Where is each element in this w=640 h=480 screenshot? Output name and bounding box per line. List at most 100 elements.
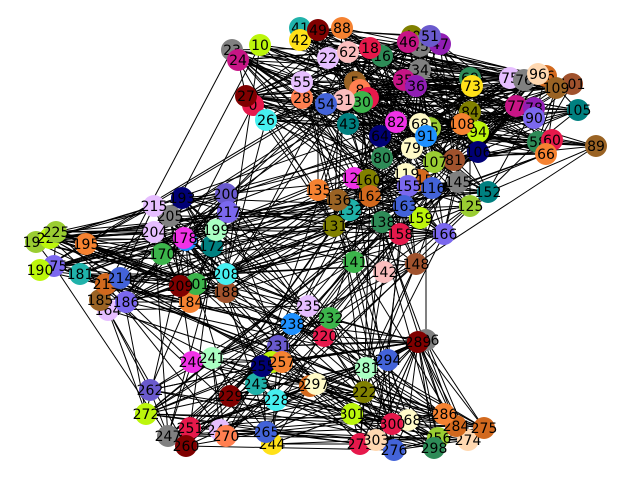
graph-node-125[interactable]: 125 [457,195,484,217]
graph-node-300[interactable]: 300 [379,413,406,435]
graph-node-228[interactable]: 228 [263,389,290,411]
graph-node-106[interactable]: 106 [465,141,492,163]
graph-node-181[interactable]: 181 [67,263,94,285]
graph-node-64[interactable]: 64 [369,125,391,147]
graph-node-66[interactable]: 66 [535,143,557,165]
graph-node-193[interactable]: 193 [169,187,196,209]
graph-node-30[interactable]: 30 [351,91,373,113]
graph-node-81[interactable]: 81 [443,149,465,171]
graph-node-142[interactable]: 142 [371,261,398,283]
graph-node-205[interactable]: 205 [157,205,184,227]
graph-node-27[interactable]: 27 [235,85,257,107]
graph-node-301[interactable]: 301 [339,403,366,425]
graph-node-77[interactable]: 77 [505,95,527,117]
graph-node-89[interactable]: 89 [585,135,607,157]
graph-node-96[interactable]: 96 [527,63,549,85]
graph-node-225[interactable]: 225 [43,221,70,243]
graph-node-247[interactable]: 247 [155,425,182,447]
graph-node-148[interactable]: 148 [403,253,430,275]
graph-node-214[interactable]: 214 [107,267,134,289]
graph-node-80[interactable]: 80 [371,147,393,169]
graph-node-199[interactable]: 199 [203,219,230,241]
graph-node-10[interactable]: 10 [249,34,271,56]
graph-node-289[interactable]: 289 [405,331,432,353]
graph-node-262[interactable]: 262 [137,379,164,401]
graph-node-22[interactable]: 22 [317,47,339,69]
graph-node-49[interactable]: 49 [307,19,329,41]
graph-node-116[interactable]: 116 [419,177,446,199]
graph-node-145[interactable]: 145 [445,171,472,193]
graph-node-88[interactable]: 88 [331,17,353,39]
graph-node-270[interactable]: 270 [213,425,240,447]
graph-node-155[interactable]: 155 [395,175,422,197]
graph-node-204[interactable]: 204 [141,221,168,243]
graph-node-166[interactable]: 166 [431,223,458,245]
graph-node-235[interactable]: 235 [295,295,322,317]
graph-node-24[interactable]: 24 [227,49,249,71]
graph-node-55[interactable]: 55 [291,71,313,93]
graph-node-131[interactable]: 131 [321,215,348,237]
graph-node-297[interactable]: 297 [303,373,330,395]
graph-node-281[interactable]: 281 [353,357,380,379]
graph-node-73[interactable]: 73 [461,75,483,97]
graph-node-160[interactable]: 160 [355,169,382,191]
graph-node-195[interactable]: 195 [73,233,100,255]
graph-node-105[interactable]: 105 [565,99,592,121]
graph-node-62[interactable]: 62 [337,41,359,63]
graph-node-232[interactable]: 232 [317,307,344,329]
graph-node-82[interactable]: 82 [385,111,407,133]
graph-node-298[interactable]: 298 [421,437,448,459]
graph-node-303[interactable]: 303 [363,429,390,451]
graph-node-257[interactable]: 257 [269,351,296,373]
graph-node-200[interactable]: 200 [213,183,240,205]
graph-node-241[interactable]: 241 [199,347,226,369]
graph-node-243[interactable]: 243 [243,373,270,395]
graph-node-159[interactable]: 159 [407,207,434,229]
graph-node-90[interactable]: 90 [523,107,545,129]
graph-node-208[interactable]: 208 [213,263,240,285]
graph-node-108[interactable]: 108 [449,113,476,135]
graph-node-46[interactable]: 46 [397,31,419,53]
graph-node-26[interactable]: 26 [255,109,277,131]
graph-node-209[interactable]: 209 [167,275,194,297]
graph-node-51[interactable]: 51 [419,25,441,47]
graph-node-260[interactable]: 260 [173,435,200,457]
graph-node-43[interactable]: 43 [337,113,359,135]
graph-node-178[interactable]: 178 [171,227,198,249]
graph-node-188[interactable]: 188 [213,281,240,303]
graph-node-28[interactable]: 28 [291,87,313,109]
graph-node-162[interactable]: 162 [357,185,384,207]
graph-node-18[interactable]: 18 [359,37,381,59]
graph-node-141[interactable]: 141 [341,251,368,273]
graph-node-215[interactable]: 215 [141,195,168,217]
graph-node-240[interactable]: 240 [179,351,206,373]
graph-node-255[interactable]: 255 [249,355,276,377]
graph-node-184[interactable]: 184 [177,291,204,313]
graph-node-136[interactable]: 136 [325,189,352,211]
graph-node-294[interactable]: 294 [375,349,402,371]
graph-node-190[interactable]: 190 [27,259,54,281]
graph-node-54[interactable]: 54 [315,93,337,115]
graph-node-158[interactable]: 158 [387,223,414,245]
graph-node-42[interactable]: 42 [289,29,311,51]
graph-node-286[interactable]: 286 [431,403,458,425]
graph-node-163[interactable]: 163 [391,195,418,217]
graph-node-238[interactable]: 238 [279,313,306,335]
graph-node-276[interactable]: 276 [381,439,408,461]
graph-node-275[interactable]: 275 [471,417,498,439]
graph-node-251[interactable]: 251 [177,417,204,439]
graph-node-109[interactable]: 109 [543,77,570,99]
graph-node-138[interactable]: 138 [369,211,396,233]
graph-node-31[interactable]: 31 [333,89,355,111]
graph-node-91[interactable]: 91 [415,125,437,147]
graph-node-135[interactable]: 135 [305,179,332,201]
graph-node-186[interactable]: 186 [113,291,140,313]
graph-node-170[interactable]: 170 [149,243,176,265]
graph-node-222[interactable]: 222 [351,381,378,403]
graph-node-229[interactable]: 229 [217,385,244,407]
graph-node-220[interactable]: 220 [311,325,338,347]
graph-node-152[interactable]: 152 [475,181,502,203]
graph-node-36[interactable]: 36 [405,75,427,97]
graph-node-265[interactable]: 265 [253,421,280,443]
graph-node-217[interactable]: 217 [215,201,242,223]
